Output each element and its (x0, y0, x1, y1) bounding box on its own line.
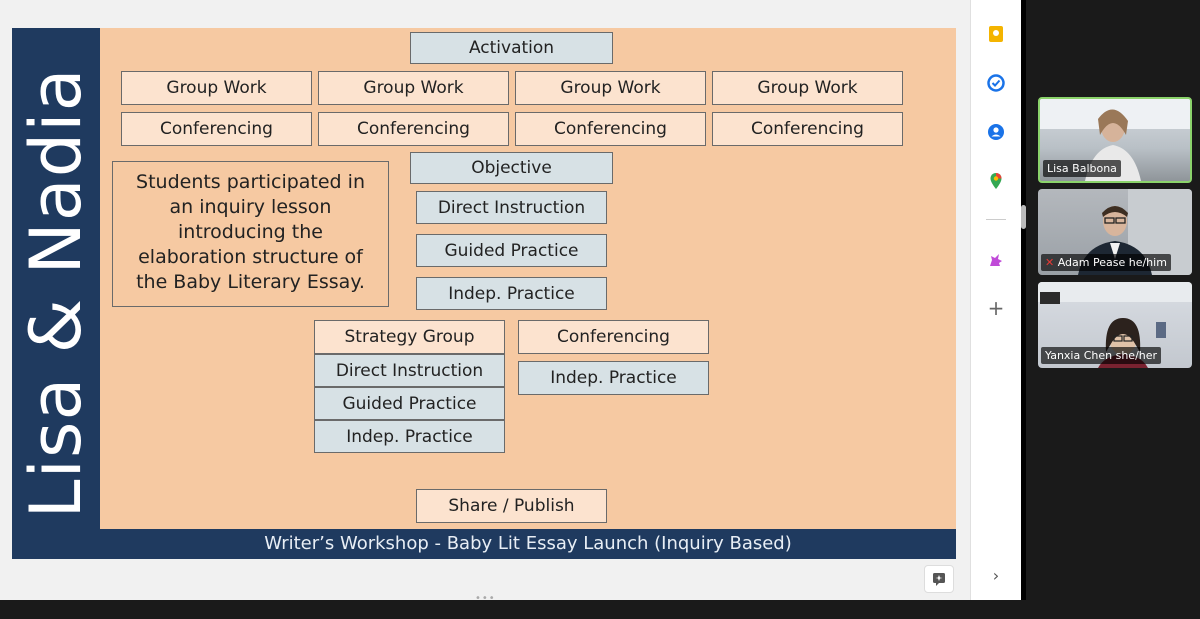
footer-band: Writer’s Workshop - Baby Lit Essay Launc… (100, 529, 956, 559)
mic-muted-icon: ✕ (1045, 256, 1055, 269)
group-work-box: Group Work (515, 71, 706, 105)
objective-box: Objective (410, 152, 613, 184)
maps-icon[interactable] (985, 170, 1007, 192)
indep-practice-box: Indep. Practice (416, 277, 607, 310)
sg-direct-instruction-box: Direct Instruction (314, 354, 505, 387)
slide: Lisa & Nadia Activation Group Work Group… (12, 28, 956, 559)
conf-conferencing-box: Conferencing (518, 320, 709, 354)
conf-indep-practice-box: Indep. Practice (518, 361, 709, 395)
add-icon[interactable]: + (987, 296, 1005, 320)
summary-line: elaboration structure of (138, 246, 363, 268)
participant-tile[interactable]: Yanxia Chen she/her (1038, 282, 1192, 368)
group-work-box: Group Work (712, 71, 903, 105)
participant-name-text: Adam Pease he/him (1057, 256, 1167, 269)
panel-resize-handle[interactable] (1021, 205, 1026, 229)
explore-button[interactable] (924, 565, 954, 593)
chevron-right-icon[interactable]: › (992, 566, 1000, 585)
participant-name: Lisa Balbona (1043, 160, 1121, 177)
sg-guided-practice-box: Guided Practice (314, 387, 505, 420)
conferencing-box: Conferencing (515, 112, 706, 146)
keep-icon[interactable] (985, 23, 1007, 45)
vertical-title: Lisa & Nadia (15, 67, 97, 519)
sg-indep-practice-box: Indep. Practice (314, 420, 505, 453)
sidebar-divider (986, 219, 1006, 220)
contacts-icon[interactable] (985, 121, 1007, 143)
summary-line: the Baby Literary Essay. (136, 271, 365, 293)
video-panel: Lisa Balbona ✕ Adam Pease he/him Ya (1026, 0, 1200, 600)
document-area: Lisa & Nadia Activation Group Work Group… (0, 0, 970, 604)
direct-instruction-box: Direct Instruction (416, 191, 607, 224)
participant-name: ✕ Adam Pease he/him (1041, 254, 1171, 271)
explore-icon (933, 573, 945, 586)
share-publish-box: Share / Publish (416, 489, 607, 523)
side-panel: + › (970, 0, 1021, 600)
conferencing-box: Conferencing (121, 112, 312, 146)
unicorn-addon-icon[interactable] (985, 249, 1007, 271)
summary-line: Students participated in (136, 171, 365, 193)
summary-box: Students participated in an inquiry less… (112, 161, 389, 307)
conferencing-box: Conferencing (712, 112, 903, 146)
group-work-box: Group Work (121, 71, 312, 105)
conferencing-box: Conferencing (318, 112, 509, 146)
title-band: Lisa & Nadia (12, 28, 100, 559)
guided-practice-box: Guided Practice (416, 234, 607, 267)
bottom-bar (0, 600, 1200, 619)
activation-box: Activation (410, 32, 613, 64)
participant-name: Yanxia Chen she/her (1041, 347, 1162, 364)
tasks-icon[interactable] (985, 72, 1007, 94)
drag-handle[interactable]: ••• (475, 593, 496, 604)
participant-tile[interactable]: ✕ Adam Pease he/him (1038, 189, 1192, 275)
summary-line: an inquiry lesson (169, 196, 332, 218)
summary-line: introducing the (178, 221, 323, 243)
group-work-box: Group Work (318, 71, 509, 105)
participant-tile[interactable]: Lisa Balbona (1038, 97, 1192, 183)
strategy-group-box: Strategy Group (314, 320, 505, 354)
